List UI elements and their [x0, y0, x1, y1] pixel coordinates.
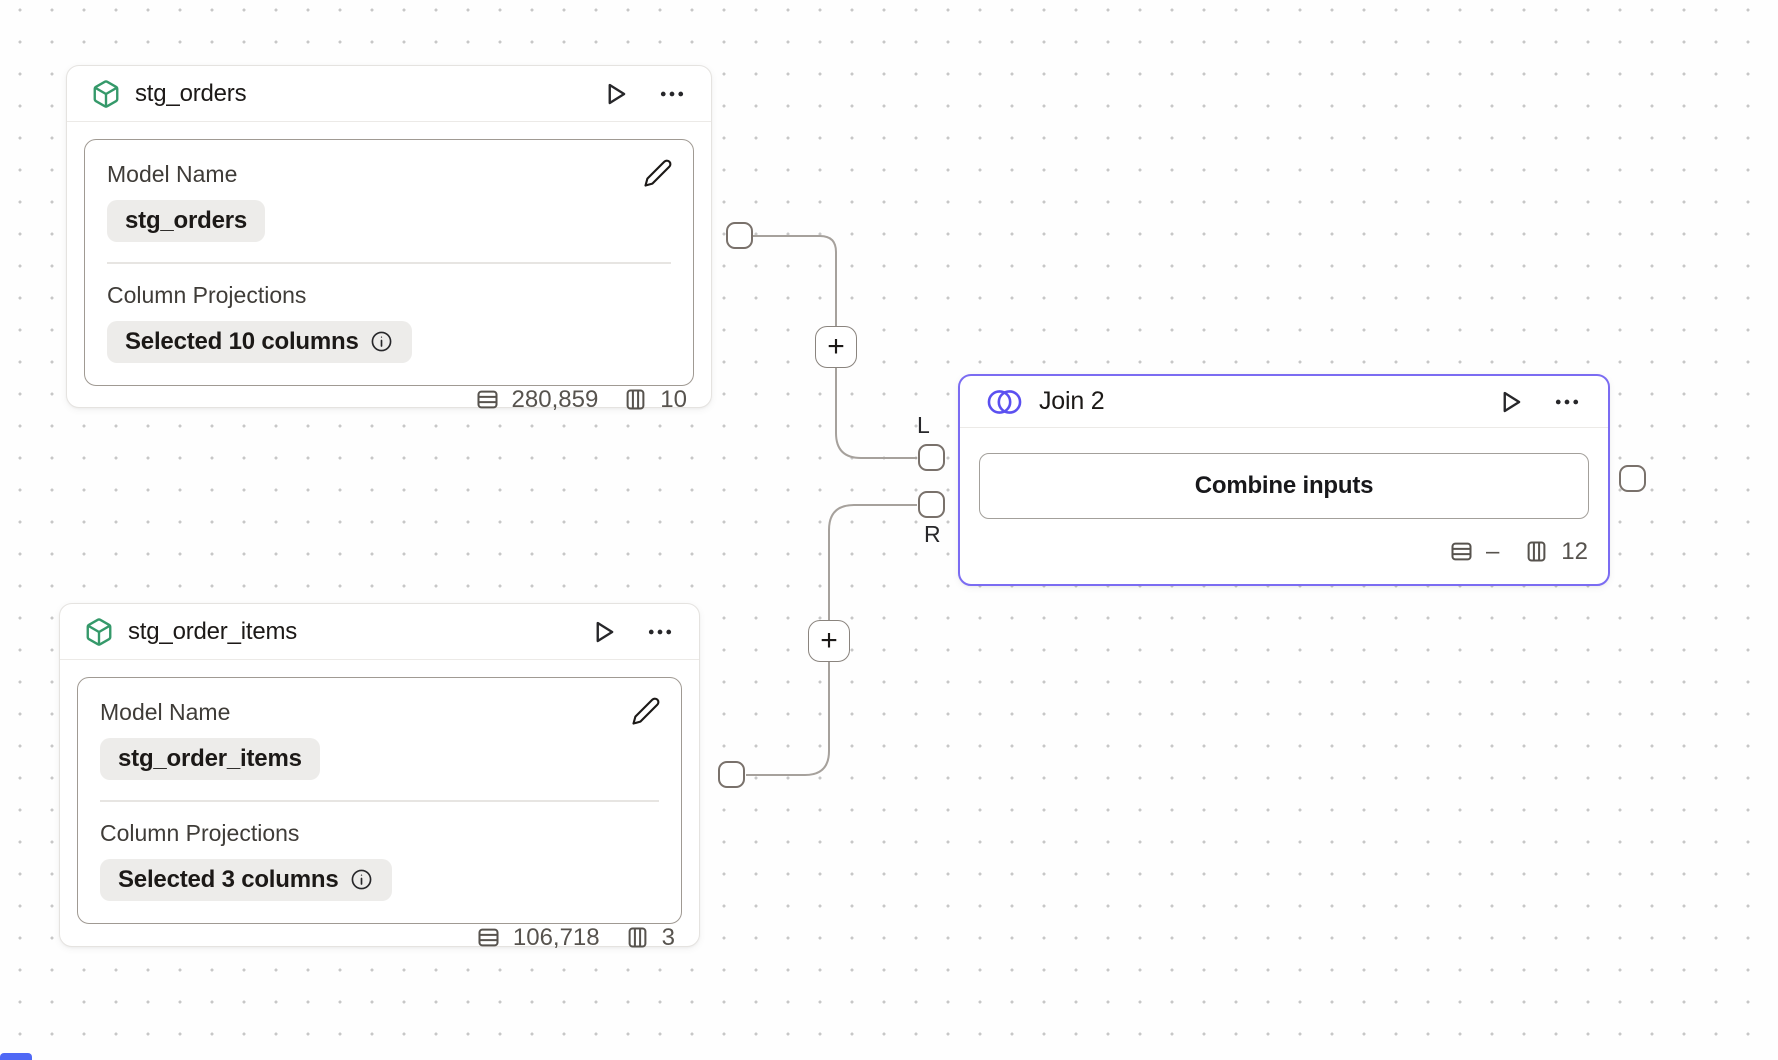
column-projections-chip[interactable]: Selected 10 columns [107, 320, 412, 363]
edit-model-name-button[interactable] [631, 696, 661, 726]
model-config-card: Model Name stg_orders Column Projections… [84, 139, 694, 386]
model-name-label: Model Name [107, 161, 238, 187]
info-circle-icon[interactable] [349, 867, 374, 892]
column-projections-chip[interactable]: Selected 3 columns [100, 858, 392, 901]
card-divider [107, 262, 671, 264]
table-columns-icon [626, 389, 645, 410]
row-count-stat: – [1448, 538, 1499, 566]
node-title: stg_orders [135, 79, 247, 107]
output-port-stg-order-items[interactable] [718, 761, 745, 788]
row-count-stat: 280,859 [474, 386, 598, 414]
node-menu-button[interactable] [1552, 387, 1582, 417]
column-count-stat: 3 [624, 924, 675, 952]
join-left-port-label: L [917, 412, 930, 438]
node-stats-footer: 280,859 10 [67, 386, 711, 414]
card-divider [100, 800, 659, 802]
join-circles-icon [986, 388, 1023, 416]
run-node-button[interactable] [589, 617, 619, 647]
node-stats-footer: – 12 [960, 519, 1608, 584]
table-columns-icon [1527, 541, 1546, 562]
info-circle-icon[interactable] [369, 329, 394, 354]
row-count-stat: 106,718 [475, 924, 600, 952]
output-port-stg-orders[interactable] [726, 222, 753, 249]
model-name-label: Model Name [100, 699, 231, 725]
cube-icon [91, 79, 121, 109]
table-rows-icon [477, 390, 498, 409]
node-stg-order-items[interactable]: stg_order_items Model Name stg_order_ite… [59, 603, 700, 951]
cube-icon [84, 617, 114, 647]
output-port-join-2[interactable] [1619, 465, 1646, 492]
edit-model-name-button[interactable] [643, 158, 673, 188]
node-header: stg_orders [67, 66, 711, 122]
edge-add-node-button[interactable]: + [815, 326, 857, 368]
node-title: stg_order_items [128, 617, 298, 645]
model-config-card: Model Name stg_order_items Column Projec… [77, 677, 682, 924]
run-node-button[interactable] [601, 79, 631, 109]
join-input-port-left[interactable] [918, 444, 945, 471]
node-stats-footer: 106,718 3 [60, 924, 699, 952]
column-projections-label: Column Projections [100, 819, 300, 846]
table-columns-icon [628, 927, 647, 948]
node-title: Join 2 [1039, 387, 1105, 415]
combine-inputs-button[interactable]: Combine inputs [979, 453, 1589, 519]
bottom-left-partial-button[interactable] [0, 1053, 32, 1060]
run-node-button[interactable] [1496, 387, 1526, 417]
node-stg-orders[interactable]: stg_orders Model Name stg_orders [66, 65, 712, 413]
join-input-port-right[interactable] [918, 491, 945, 518]
node-join-2[interactable]: Join 2 Combine inputs – [958, 374, 1610, 586]
model-name-chip: stg_order_items [100, 738, 320, 780]
node-header: Join 2 [960, 376, 1608, 428]
node-header: stg_order_items [60, 604, 699, 660]
node-menu-button[interactable] [645, 617, 675, 647]
table-rows-icon [1451, 542, 1472, 561]
edge-add-node-button[interactable]: + [808, 620, 850, 662]
column-count-stat: 12 [1523, 538, 1588, 566]
node-menu-button[interactable] [657, 79, 687, 109]
column-projections-label: Column Projections [107, 281, 307, 308]
table-rows-icon [478, 928, 499, 947]
column-count-stat: 10 [622, 386, 687, 414]
model-name-chip: stg_orders [107, 200, 266, 242]
join-right-port-label: R [924, 521, 941, 547]
